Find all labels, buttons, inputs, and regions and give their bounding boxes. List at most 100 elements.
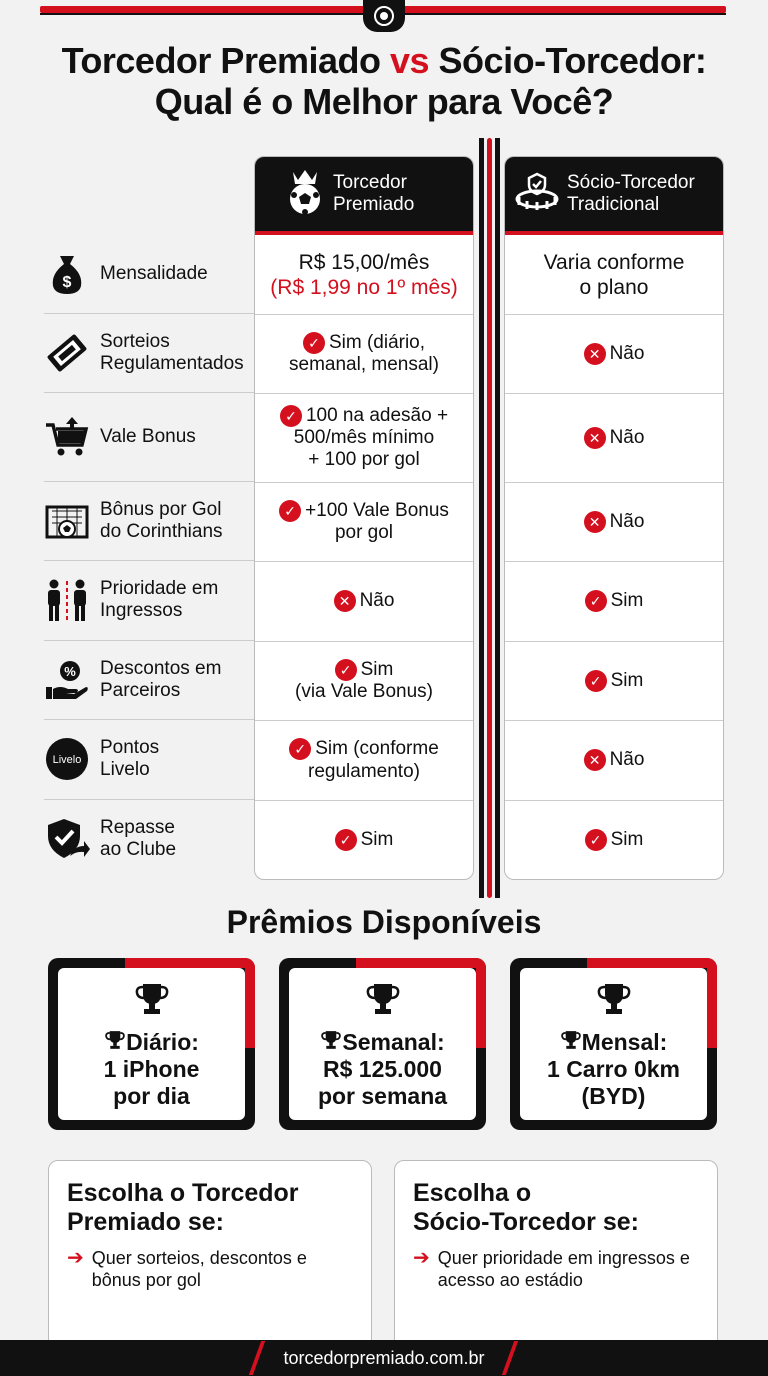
cell-text-3: + 100 por gol — [308, 449, 420, 470]
svg-text:%: % — [64, 664, 76, 679]
cell-text-1: Sim (conforme — [315, 738, 439, 760]
footer-url[interactable]: torcedorpremiado.com.br — [283, 1347, 485, 1368]
cell-b-6: ✕Não — [505, 720, 723, 800]
footer-slash-left — [248, 1341, 266, 1375]
cell-text-1: Varia conforme — [543, 250, 685, 274]
cell-b-7: ✓Sim — [505, 800, 723, 879]
cell-text-1: 100 na adesão + — [305, 405, 449, 426]
cell-text-2: (R$ 1,99 no 1º mês) — [270, 275, 458, 299]
shield-check-arrow-icon — [44, 816, 90, 862]
footer-slash-right — [501, 1341, 519, 1375]
row-label: Vale Bonus — [44, 392, 252, 481]
cell-text-2: por gol — [334, 522, 394, 543]
check-icon: ✓ — [279, 499, 302, 522]
prize-card: Mensal:1 Carro 0km(BYD) — [510, 958, 717, 1130]
row-divider — [44, 481, 254, 482]
x-icon: ✕ — [583, 749, 606, 772]
soccer-ball-crown-icon — [285, 166, 325, 222]
row-divider — [44, 799, 254, 800]
cell-b-3: ✕Não — [505, 482, 723, 561]
cell-text-1: Não — [609, 343, 645, 364]
row-divider — [44, 719, 254, 720]
svg-text:Livelo: Livelo — [53, 754, 82, 766]
arrow-right-icon: ➔ — [413, 1247, 430, 1269]
cell-text-1: Sim — [610, 829, 644, 850]
cell-text-1: Sim (diário, — [328, 332, 426, 353]
column-divider — [476, 138, 502, 898]
trophy-icon — [365, 982, 401, 1021]
check-icon: ✓ — [584, 828, 607, 851]
choose-socio-bullet: ➔ Quer prioridade em ingressos e acesso … — [413, 1247, 690, 1290]
soccer-goal-icon — [44, 498, 90, 544]
cell-a-2: ✓100 na adesão +500/mês mínimo+ 100 por … — [255, 393, 473, 482]
cell-b-5: ✓Sim — [505, 641, 723, 720]
cell-text-1: Não — [359, 590, 395, 612]
cell-text-1: Sim — [610, 670, 644, 691]
cell-a-5: ✓Sim(via Vale Bonus) — [255, 641, 473, 720]
x-icon: ✕ — [333, 590, 356, 613]
trophy-small-icon — [104, 1029, 126, 1055]
cell-b-1: ✕Não — [505, 314, 723, 393]
check-icon: ✓ — [334, 658, 357, 681]
x-icon: ✕ — [583, 510, 606, 533]
row-divider — [44, 313, 254, 314]
cell-text-2: semanal, mensal) — [289, 354, 439, 375]
check-icon: ✓ — [334, 828, 357, 851]
shopping-cart-icon — [44, 414, 90, 460]
cell-b-4: ✓Sim — [505, 561, 723, 641]
cell-a-1: ✓Sim (diário,semanal, mensal) — [255, 314, 473, 393]
arrow-right-icon: ➔ — [67, 1247, 84, 1269]
footer: torcedorpremiado.com.br — [0, 1340, 768, 1376]
people-turnstile-icon — [44, 577, 90, 623]
club-crest-icon — [363, 0, 405, 32]
prizes-title: Prêmios Disponíveis — [226, 904, 542, 940]
trophy-icon — [134, 982, 170, 1021]
cell-text-1: Sim — [610, 590, 644, 612]
cell-b-2: ✕Não — [505, 393, 723, 482]
check-icon: ✓ — [289, 738, 312, 761]
cell-text-2: regulamento) — [308, 760, 420, 782]
page-title: Torcedor Premiado vs Sócio-Torcedor: Qua… — [61, 40, 707, 122]
svg-text:$: $ — [63, 274, 72, 291]
cell-text-2: 500/mês mínimo — [293, 427, 435, 448]
check-icon: ✓ — [584, 669, 607, 692]
row-label: $Mensalidade — [44, 234, 252, 313]
cell-a-7: ✓Sim — [255, 800, 473, 879]
trophy-small-icon — [320, 1029, 342, 1055]
cell-text-1: Sim — [360, 829, 394, 850]
trophy-small-icon — [560, 1029, 582, 1055]
check-icon: ✓ — [584, 590, 607, 613]
livelo-logo-icon: Livelo — [44, 736, 90, 782]
money-bag-icon: $ — [44, 251, 90, 297]
ticket-icon — [44, 330, 90, 376]
row-divider — [44, 640, 254, 641]
cell-text-1: R$ 15,00/mês — [298, 250, 430, 274]
row-divider — [44, 560, 254, 561]
cell-text-1: Não — [609, 511, 645, 532]
check-icon: ✓ — [302, 331, 325, 354]
cell-text-1: Não — [609, 749, 645, 771]
cell-text-2: o plano — [579, 275, 649, 299]
cell-text-1: +100 Vale Bonus — [305, 500, 449, 521]
x-icon: ✕ — [583, 426, 606, 449]
choose-torcedor-bullet: ➔ Quer sorteios, descontos e bônus por g… — [67, 1247, 307, 1290]
stadium-shield-icon — [515, 171, 559, 217]
cell-text-1: Sim — [360, 659, 394, 680]
